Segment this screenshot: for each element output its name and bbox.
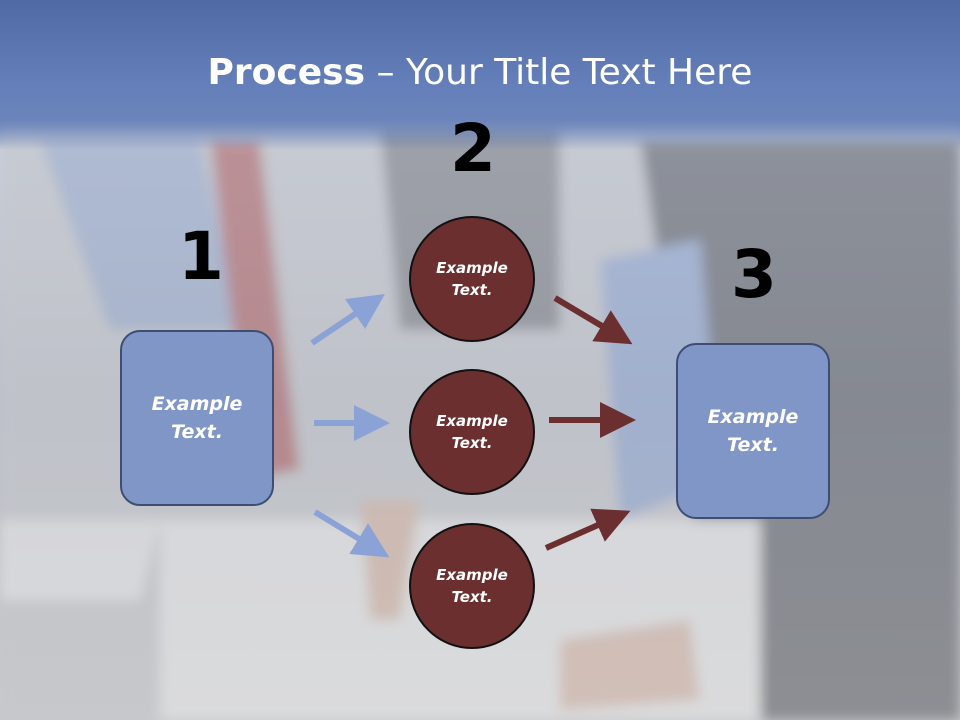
step-1-text-line2: Text. [171, 421, 223, 443]
step-1-box: Example Text. [120, 330, 274, 506]
slide-title: Process – Your Title Text Here [0, 52, 960, 93]
title-band [0, 0, 960, 150]
step-2-circle-top: Example Text. [409, 216, 535, 342]
step-2-circle-bottom: Example Text. [409, 523, 535, 649]
circle-middle-text-line2: Text. [451, 434, 493, 452]
step-2-number: 2 [450, 110, 496, 187]
arrow-top-to-3 [553, 295, 633, 345]
circle-middle-text-line1: Example [436, 411, 508, 430]
step-1-text-line1: Example [151, 392, 243, 415]
arrow-1-to-bottom [313, 509, 390, 558]
step-3-text-line2: Text. [727, 434, 779, 456]
circle-bottom-text-line2: Text. [451, 588, 493, 606]
step-3-text-line1: Example [707, 405, 799, 428]
arrow-bottom-to-3 [544, 508, 631, 551]
step-3-box: Example Text. [676, 343, 830, 519]
circle-top-text-line1: Example [436, 258, 508, 277]
title-bold: Process [207, 52, 366, 93]
title-rest: – Your Title Text Here [365, 52, 753, 93]
circle-top-text-line2: Text. [451, 281, 493, 299]
step-1-number: 1 [178, 218, 224, 295]
circle-bottom-text-line1: Example [436, 565, 508, 584]
arrow-1-to-top [310, 293, 385, 346]
step-3-number: 3 [731, 236, 777, 313]
step-2-circle-middle: Example Text. [409, 369, 535, 495]
